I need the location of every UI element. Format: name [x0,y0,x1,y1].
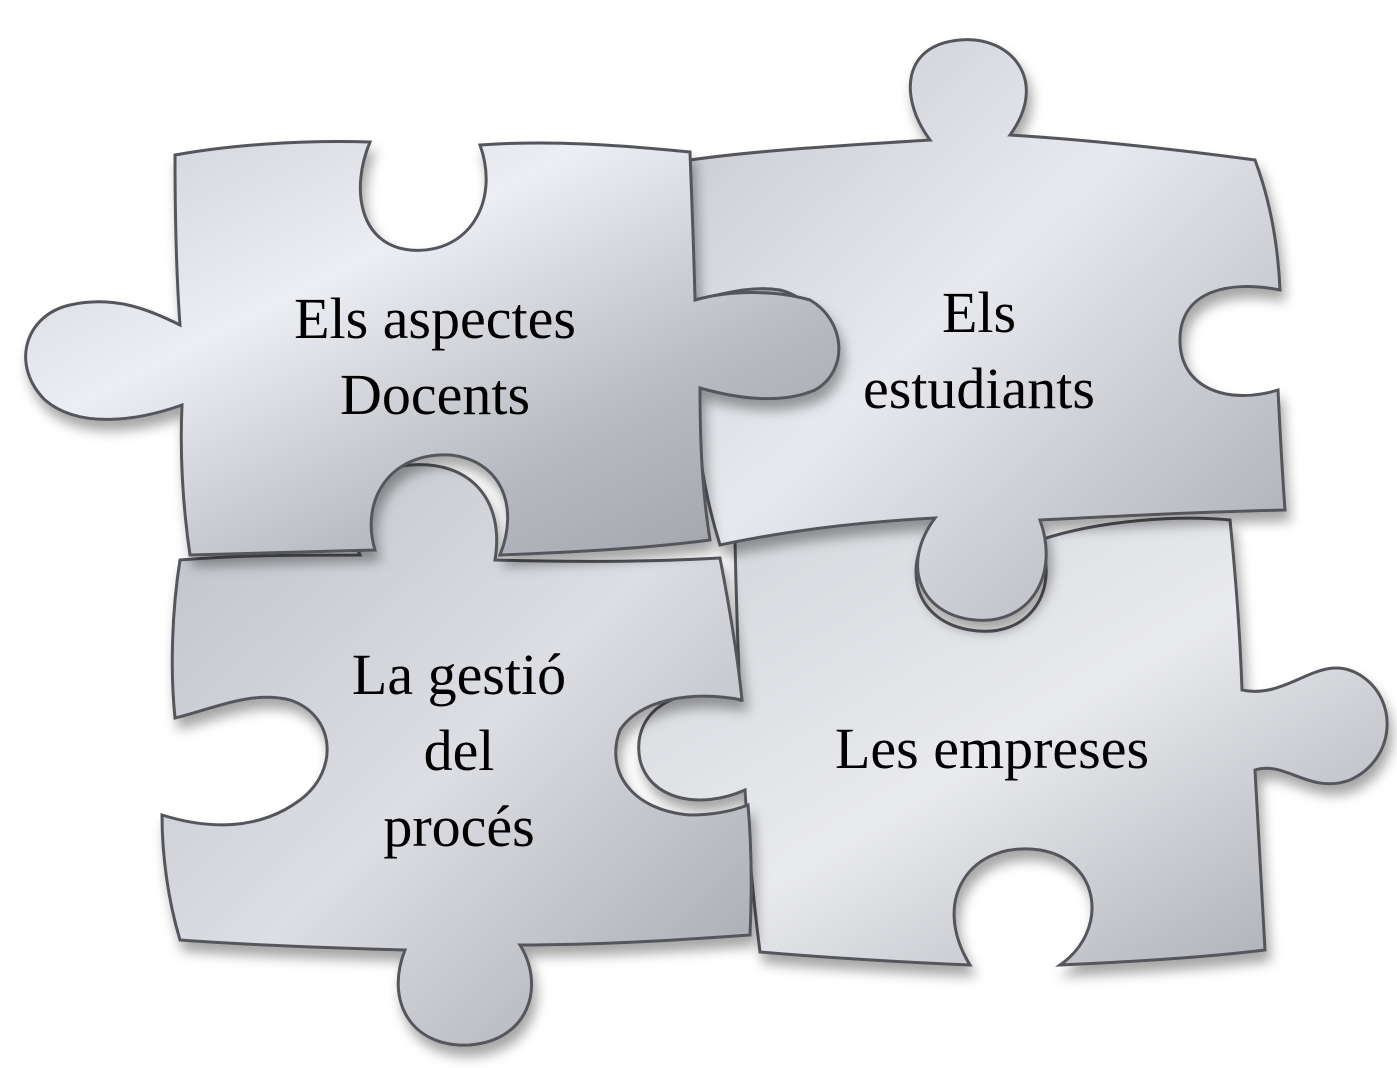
label-top-left-line-1: Els aspectes [294,286,576,351]
label-bottom-right-line-1: Les empreses [835,716,1149,781]
label-bottom-right: Les empreses [835,716,1149,781]
label-top-left-line-2: Docents [340,362,530,427]
label-top-right-line-2: estudiants [863,356,1095,421]
label-bottom-left-line-3: procés [383,794,534,859]
label-top-right: Els estudiants [863,280,1095,421]
puzzle-piece-bottom-right [637,513,1389,967]
label-bottom-left-line-1: La gestió [352,642,566,707]
label-bottom-left: La gestió del procés [352,642,566,859]
label-bottom-left-line-2: del [424,718,495,783]
label-top-right-line-1: Els [942,280,1016,345]
puzzle-piece-bottom-left [160,463,753,1047]
puzzle-piece-top-left [24,140,841,557]
label-top-left: Els aspectes Docents [294,286,576,427]
